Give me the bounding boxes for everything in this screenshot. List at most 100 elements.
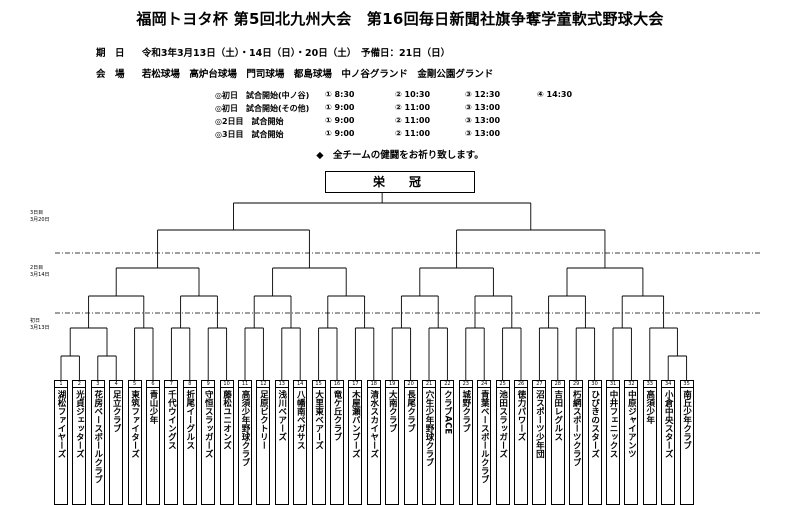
team-entry: 20 長尾クラブ <box>403 380 418 505</box>
team-name: 小倉中央スターズ <box>663 390 674 458</box>
team-number: 15 <box>312 381 325 388</box>
team-name: 竜ケ丘クラブ <box>332 390 342 441</box>
team-entry: 26 徳力パワーズ <box>514 380 528 505</box>
team-number: 27 <box>533 381 546 388</box>
team-number: 30 <box>588 381 601 388</box>
team-name: 沼スポーツ少年団 <box>534 390 545 458</box>
team-entry: 21 穴生少年野球クラブ <box>422 380 436 505</box>
team-name: 城野クラブ <box>460 390 471 433</box>
schedule-time: ③ 13:00 <box>465 116 501 125</box>
team-name: 高須少年 <box>644 390 655 424</box>
team-number: 9 <box>202 381 215 388</box>
champion-box: 栄 冠 <box>325 171 475 193</box>
team-entry: 35 南丘少年クラブ <box>679 380 694 505</box>
team-number: 10 <box>220 381 233 388</box>
page-title: 福岡トヨタ杯 第5回北九州大会 第16回毎日新聞社旗争奪学童軟式野球大会 <box>136 10 664 28</box>
team-name: 木屋瀬バンブーズ <box>350 390 361 458</box>
team-number: 5 <box>128 381 141 388</box>
team-name: 清水スカイヤーズ <box>368 390 379 458</box>
team-number: 32 <box>625 381 638 388</box>
schedule-label: ◎初日 試合開始(中ノ谷) <box>215 91 310 100</box>
team-number: 28 <box>551 381 564 388</box>
team-number: 22 <box>441 381 454 388</box>
team-number: 17 <box>349 381 362 388</box>
team-entry: 16 竜ケ丘クラブ <box>330 380 344 505</box>
team-name: 穴生少年野球クラブ <box>424 390 434 467</box>
team-number: 2 <box>73 381 86 388</box>
day-label-2: 2日目 3月14日 <box>30 265 50 278</box>
schedule-time: ② 11:00 <box>395 103 431 112</box>
team-name: ひびきのスターズ <box>589 390 600 458</box>
team-name: 守恒スラッガーズ <box>203 390 214 458</box>
team-name: 光貞ジェッターズ <box>74 390 85 458</box>
team-name: 吉田レグルス <box>552 390 563 441</box>
team-number: 31 <box>607 381 619 388</box>
schedule-label: ◎初日 試合開始(その他) <box>215 104 310 113</box>
team-entry: 17 木屋瀬バンブーズ <box>348 380 363 505</box>
team-number: 11 <box>239 381 251 388</box>
team-number: 21 <box>423 381 435 388</box>
team-name: 千代ウイングス <box>166 390 177 450</box>
schedule-time: ③ 12:30 <box>465 90 501 99</box>
schedule-time: ② 10:30 <box>395 90 431 99</box>
venues-value: 若松球場 高炉台球場 門司球場 都島球場 中ノ谷グランド 金剛公園グランド <box>141 69 494 80</box>
team-name: 長尾クラブ <box>405 390 416 433</box>
team-number: 20 <box>404 381 417 388</box>
team-name: 花房ベースボールクラブ <box>92 390 103 484</box>
schedule-time: ① 8:30 <box>325 90 355 99</box>
team-name: 大里東ベアーズ <box>313 390 324 450</box>
team-entry: 2 光貞ジェッターズ <box>72 380 87 505</box>
team-number: 26 <box>515 381 527 388</box>
schedule-label: ◎2日目 試合開始 <box>215 117 284 126</box>
schedule-time: ③ 13:00 <box>465 103 501 112</box>
team-number: 6 <box>147 381 159 388</box>
dates-label: 期 日 <box>96 48 125 59</box>
team-name: 折尾イーグルス <box>184 390 195 450</box>
team-name: クラブACE <box>442 390 453 435</box>
team-entry: 27 沼スポーツ少年団 <box>532 380 547 505</box>
team-name: 大南クラブ <box>387 390 398 433</box>
team-number: 16 <box>331 381 343 388</box>
team-number: 19 <box>386 381 399 388</box>
team-name: 朽網スポーツクラブ <box>571 390 582 467</box>
team-name: 足立クラブ <box>111 390 122 433</box>
schedule-time: ① 9:00 <box>325 116 355 125</box>
schedule-time: ② 11:00 <box>395 129 431 138</box>
team-name: 浅川ベアーズ <box>276 390 287 441</box>
team-name: 徳力パワーズ <box>516 390 526 441</box>
team-entry: 31 中井フェニックス <box>606 380 620 505</box>
schedule-time: ④ 14:30 <box>537 90 573 99</box>
schedule-time: ① 9:00 <box>325 129 355 138</box>
team-number: 14 <box>294 381 307 388</box>
team-entry: 19 大南クラブ <box>385 380 400 505</box>
schedule-label: ◎3日目 試合開始 <box>215 130 284 139</box>
team-entry: 9 守恒スラッガーズ <box>201 380 216 505</box>
team-number: 35 <box>680 381 693 388</box>
team-number: 33 <box>643 381 656 388</box>
dates-row: 期 日 令和3年3月13日（土）・14日（日）・20日（土） 予備日：21日（日… <box>96 45 450 59</box>
team-entry: 30 ひびきのスターズ <box>587 380 602 505</box>
day-label-1: 初日 3月13日 <box>30 318 50 331</box>
team-entry: 15 大里東ベアーズ <box>311 380 326 505</box>
team-name: 湖松ファイヤーズ <box>56 390 66 458</box>
team-name: 中井フェニックス <box>608 390 618 458</box>
venues-label: 会 場 <box>96 69 125 80</box>
team-number: 8 <box>183 381 196 388</box>
prayer-message: ◆ 全チームの健闘をお祈り致します。 <box>316 150 484 161</box>
team-number: 12 <box>257 381 270 388</box>
team-name: 青葉ベースボールクラブ <box>479 390 490 484</box>
team-name: 南丘少年クラブ <box>681 390 692 450</box>
